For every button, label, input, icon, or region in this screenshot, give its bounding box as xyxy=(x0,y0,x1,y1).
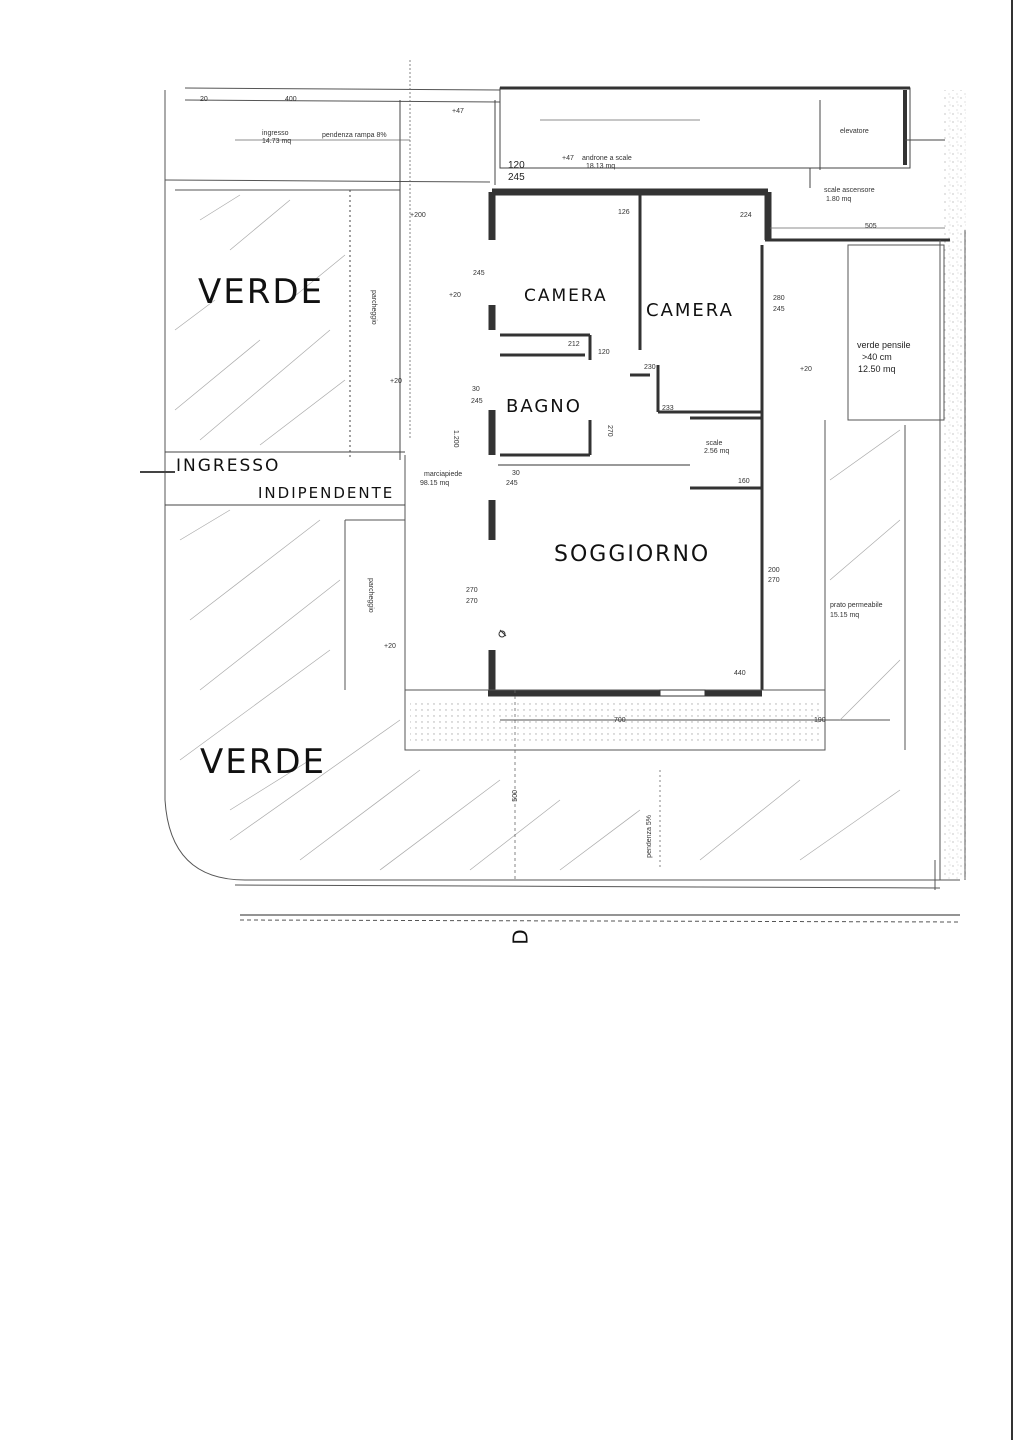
scan-noise xyxy=(944,90,966,880)
dim-700: 700 xyxy=(614,717,626,724)
dim-200a: +200 xyxy=(410,212,426,219)
note-ingresso-1: ingresso xyxy=(262,130,289,137)
dim-500: 500 xyxy=(512,790,519,802)
dim-245d: 245 xyxy=(506,480,518,487)
dim-440: 440 xyxy=(734,670,746,677)
note-androne-1: androne a scale xyxy=(582,155,632,162)
dim-120: 120 xyxy=(508,160,525,171)
dim-233: 233 xyxy=(662,405,674,412)
note-prato-2: 15.15 mq xyxy=(830,612,860,619)
dim-47a: +47 xyxy=(452,108,464,115)
apartment-walls xyxy=(488,188,772,697)
note-pendenza-bottom: pendenza 5% xyxy=(646,815,653,858)
green-hatch xyxy=(174,194,901,871)
dim-245a: 245 xyxy=(508,172,525,183)
dim-270d: 270 xyxy=(606,425,613,437)
note-scale-top-2: 1.80 mq xyxy=(826,196,852,203)
dim-224: 224 xyxy=(740,212,752,219)
dim-400: 400 xyxy=(285,96,297,103)
dim-160: 160 xyxy=(738,478,750,485)
dim-20c: +20 xyxy=(800,366,812,373)
top-strip xyxy=(349,86,945,460)
dim-190: 190 xyxy=(814,717,826,724)
note-verde-pensile-1: verde pensile xyxy=(857,340,911,350)
dim-270c: 270 xyxy=(768,577,780,584)
property-boundary xyxy=(164,87,961,923)
label-soggiorno: SOGGIORNO xyxy=(554,542,711,567)
dim-200b: 200 xyxy=(768,567,780,574)
dim-120b: 120 xyxy=(598,349,610,356)
note-pendenza-rampa: pendenza rampa 8% xyxy=(322,132,387,139)
note-parcheggio-left: parcheggio xyxy=(370,290,377,325)
note-verde-pensile-3: 12.50 mq xyxy=(858,364,896,374)
dim-30b: 30 xyxy=(512,470,520,477)
label-camera-right: CAMERA xyxy=(646,300,734,321)
dim-505: 505 xyxy=(865,223,877,230)
note-androne-2: 18.13 mq xyxy=(586,163,616,170)
plaza-dots xyxy=(410,700,820,745)
dim-270b: 270 xyxy=(466,598,478,605)
dim-20d: +20 xyxy=(384,643,396,650)
dim-30a: 30 xyxy=(472,386,480,393)
dim-47b: +47 xyxy=(562,155,574,162)
dimension-lines xyxy=(235,60,945,880)
label-ingresso: INGRESSO xyxy=(176,456,281,476)
note-marciapiede-1: marciapiede xyxy=(424,471,463,478)
dim-270a: 270 xyxy=(466,587,478,594)
door-marks xyxy=(498,629,706,697)
dim-245b: 245 xyxy=(473,270,485,277)
note-scale-1: scale xyxy=(706,440,723,447)
note-verde-pensile-2: >40 cm xyxy=(862,352,892,362)
note-ingresso-2: 14.73 mq xyxy=(262,138,292,145)
note-marciapiede-2: 98.15 mq xyxy=(420,480,450,487)
dim-245c: 245 xyxy=(471,398,483,405)
label-indipendente: INDIPENDENTE xyxy=(258,484,395,502)
note-scale-2: 2.56 mq xyxy=(704,448,730,455)
note-parcheggio-left2: parcheggio xyxy=(367,578,374,613)
ingresso-strip xyxy=(140,451,405,506)
compass-letter: D xyxy=(508,929,533,945)
dim-20a: +20 xyxy=(449,292,461,299)
dim-245e: 245 xyxy=(773,306,785,313)
label-bagno: BAGNO xyxy=(506,396,582,417)
dim-20b: +20 xyxy=(390,378,402,385)
label-camera-left: CAMERA xyxy=(524,286,608,306)
label-verde-top: VERDE xyxy=(198,272,325,312)
dim-212: 212 xyxy=(568,341,580,348)
note-prato-1: prato permeabile xyxy=(830,602,883,609)
dim-126: 126 xyxy=(618,209,630,216)
note-ascensore: elevatore xyxy=(840,128,869,135)
dim-20e: 20 xyxy=(200,96,208,103)
dim-1200: 1.200 xyxy=(452,430,459,448)
label-verde-bottom: VERDE xyxy=(200,742,327,782)
dim-280: 280 xyxy=(773,295,785,302)
interior-walls xyxy=(498,195,950,690)
dim-230: 230 xyxy=(644,364,656,371)
note-scale-top-1: scale ascensore xyxy=(824,187,875,194)
